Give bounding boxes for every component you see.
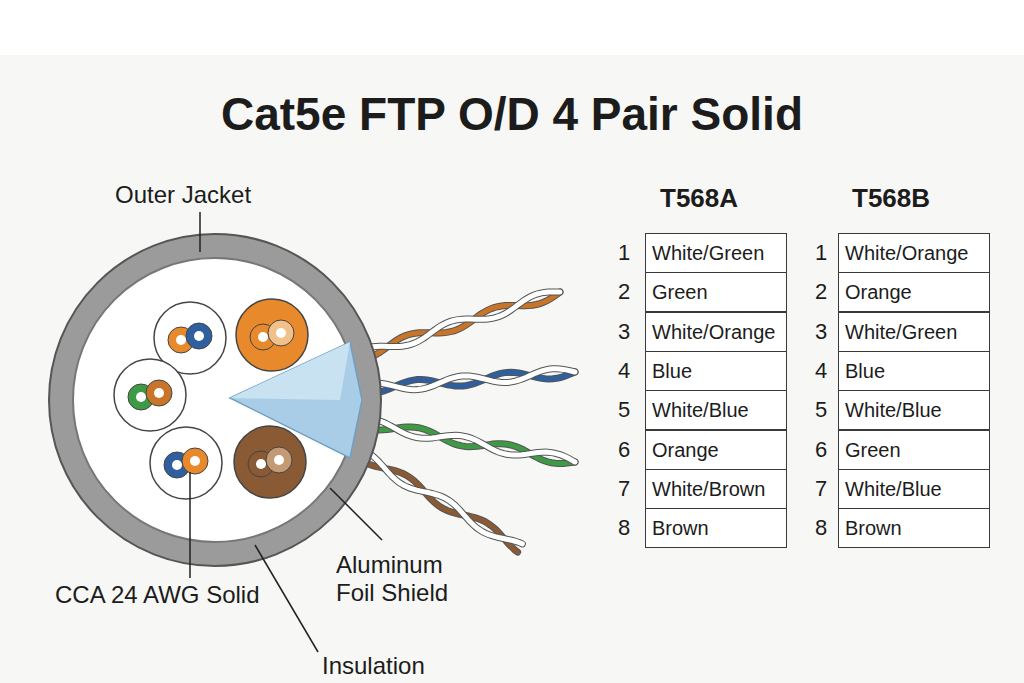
- part-label: Aluminum Foil Shield: [336, 551, 471, 606]
- pin-number: 7: [815, 476, 827, 501]
- table-cell: White/Blue: [838, 469, 990, 509]
- conductor: [182, 448, 208, 474]
- table-heading: T568B: [852, 184, 930, 214]
- pin-number: 5: [815, 397, 827, 422]
- table-cell: White/Orange: [645, 312, 787, 352]
- title: Cat5e FTP O/D 4 Pair Solid: [221, 88, 803, 141]
- table-cell: Blue: [838, 351, 990, 391]
- pin-number: 7: [618, 476, 630, 501]
- pin-number: 3: [618, 319, 630, 344]
- table-cell: Green: [838, 430, 990, 470]
- pair-section: [234, 426, 306, 498]
- outer-jacket: [49, 234, 381, 566]
- table-cell: Orange: [645, 430, 787, 470]
- wire-outline: [350, 419, 575, 463]
- wire: [350, 420, 575, 464]
- conductor-core: [274, 455, 284, 465]
- table-cell: Green: [645, 272, 787, 312]
- pair-section: [150, 427, 222, 499]
- table-cell: Blue: [645, 351, 787, 391]
- table-cell: White/Green: [645, 233, 787, 273]
- wire: [345, 292, 560, 360]
- pin-number: 2: [618, 279, 630, 304]
- wire: [350, 369, 575, 390]
- pair-section: [236, 299, 308, 371]
- table-cell: White/Blue: [838, 390, 990, 430]
- conductor-core: [172, 460, 182, 470]
- foil-highlight: [230, 342, 350, 400]
- pin-number: 4: [815, 358, 827, 383]
- table-heading: T568A: [660, 184, 738, 214]
- conductor-core: [256, 459, 266, 469]
- table-cell: White/Blue: [645, 390, 787, 430]
- wire: [345, 292, 560, 360]
- wire-outline: [345, 292, 560, 360]
- conductor-core: [194, 331, 204, 341]
- conductor-core: [136, 392, 146, 402]
- wire-outline: [350, 420, 575, 464]
- table-cell: Brown: [645, 508, 787, 548]
- foil-cone: [230, 342, 362, 458]
- pin-number: 8: [618, 515, 630, 540]
- pair-section: [114, 359, 186, 431]
- table-cell: White/Orange: [838, 233, 990, 273]
- conductor-core: [258, 332, 268, 342]
- part-label: Outer Jacket: [115, 181, 251, 209]
- conductor-core: [190, 456, 200, 466]
- part-label: Insulation: [322, 652, 425, 680]
- conductor: [146, 380, 172, 406]
- table-cell: White/Brown: [645, 469, 787, 509]
- pin-number: 3: [815, 319, 827, 344]
- part-label: CCA 24 AWG Solid: [55, 581, 260, 609]
- table-cell: Brown: [838, 508, 990, 548]
- pin-number: 1: [618, 240, 630, 265]
- pin-number: 2: [815, 279, 827, 304]
- wire: [350, 419, 575, 463]
- conductor-core: [276, 328, 286, 338]
- conductor: [266, 447, 292, 473]
- pin-number: 1: [815, 240, 827, 265]
- wire-outline: [345, 292, 560, 360]
- table-cell: Orange: [838, 272, 990, 312]
- pin-number: 8: [815, 515, 827, 540]
- pin-number: 6: [618, 437, 630, 462]
- conductor-core: [176, 335, 186, 345]
- conductor: [186, 323, 212, 349]
- table-cell: White/Green: [838, 312, 990, 352]
- wire-outline: [350, 369, 575, 390]
- pin-number: 4: [618, 358, 630, 383]
- pin-number: 6: [815, 437, 827, 462]
- pin-number: 5: [618, 397, 630, 422]
- conductor-core: [154, 388, 164, 398]
- conductor: [268, 320, 294, 346]
